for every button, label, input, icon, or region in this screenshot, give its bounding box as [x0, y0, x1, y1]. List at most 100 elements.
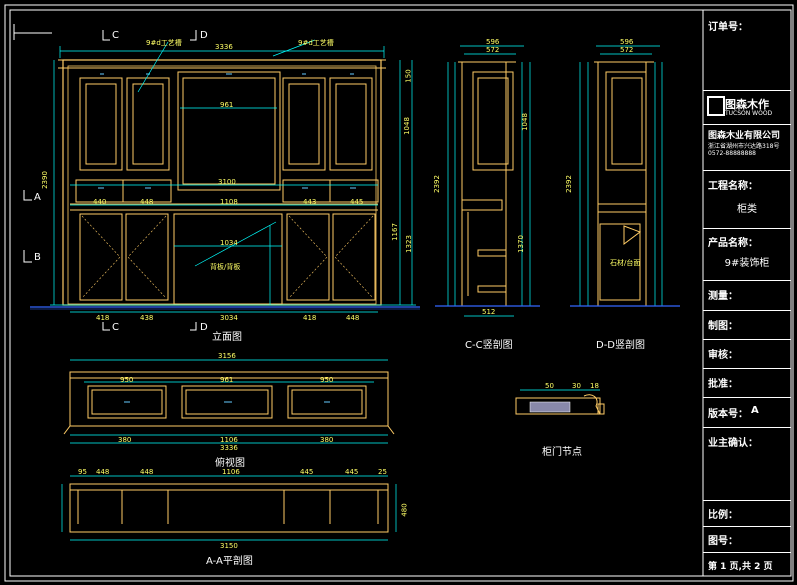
- elevation-dimensions: [50, 39, 416, 313]
- company-name: 图森木业有限公司: [708, 131, 781, 141]
- title-block-border: [702, 9, 792, 577]
- dim-elev-low-door-4: 448: [346, 314, 360, 322]
- lower-doors: [79, 213, 376, 305]
- dim-sec-d-mid: 572: [620, 46, 634, 54]
- dim-plan-2: 448: [96, 468, 110, 476]
- section-marker-a: A: [34, 192, 41, 203]
- title-block-divider: [703, 368, 791, 369]
- dim-top-inner-3: 950: [320, 376, 334, 384]
- elevation-view: [23, 30, 420, 331]
- section-marker-c-bottom: C: [112, 322, 119, 333]
- plan-a-title: A-A平剖图: [206, 556, 253, 567]
- dim-elev-low-door-2: 438: [140, 314, 154, 322]
- dim-sec-d-top: 596: [620, 38, 634, 46]
- title-block-divider: [703, 280, 791, 281]
- dim-top-inner-1: 950: [120, 376, 134, 384]
- dim-top-bottom-3: 380: [320, 436, 334, 444]
- title-block-divider: [703, 526, 791, 527]
- version-value: A: [751, 405, 759, 416]
- company-logo-icon: [707, 96, 725, 116]
- dim-plan-1: 95: [78, 468, 87, 476]
- section-marker-c-top: C: [112, 30, 119, 41]
- section-marker-lines: [23, 30, 197, 331]
- company-phone: 0572-88888888: [708, 150, 756, 157]
- dim-sec-c-mid: 572: [486, 46, 500, 54]
- dim-top-inner-2: 961: [220, 376, 234, 384]
- title-block-divider: [703, 552, 791, 553]
- dim-plan-7: 25: [378, 468, 387, 476]
- craft-label-left: 9#d工艺槽: [146, 39, 182, 47]
- title-block: 订单号： 图森木作 TUCSON WOOD 图森木业有限公司 浙江省湖州市兴达路…: [703, 10, 791, 576]
- section-d-view: [570, 45, 680, 307]
- dim-elev-door-2: 448: [140, 198, 154, 206]
- dim-top-total: 3156: [218, 352, 236, 360]
- version-label: 版本号：: [708, 409, 748, 420]
- title-block-divider: [703, 427, 791, 428]
- dim-sec-c-bottom: 512: [482, 308, 496, 316]
- dim-sec-d-total: 2392: [564, 175, 573, 193]
- glass-label: 石材/台面: [610, 259, 641, 267]
- title-block-divider: [703, 397, 791, 398]
- dim-elev-bottom: 3034: [220, 314, 238, 322]
- dim-elev-top-inner: 961: [220, 101, 234, 109]
- dim-sec-c-h5: 1370: [516, 235, 525, 253]
- dim-top-bottom-2: 1106: [220, 436, 238, 444]
- dim-elev-mid-width: 3100: [218, 178, 236, 186]
- section-c-title: C-C竖剖图: [465, 340, 513, 351]
- dim-elev-counter: 1108: [220, 198, 238, 206]
- dim-plan-4: 1106: [222, 468, 240, 476]
- project-name-label: 工程名称：: [708, 181, 758, 192]
- title-block-divider: [703, 228, 791, 229]
- door-swing-lines: [81, 215, 374, 299]
- craft-label-right: 9#d工艺槽: [298, 39, 334, 47]
- middle-drawers: [70, 179, 379, 211]
- company-logo-en: TUCSON WOOD: [725, 110, 773, 117]
- dim-elev-right-3: 1167: [390, 223, 399, 241]
- dim-node-1: 50: [545, 382, 554, 390]
- door-node-view: [515, 389, 605, 415]
- dim-sec-c-h2: 1048: [520, 113, 529, 131]
- handles: [98, 73, 356, 189]
- plan-a-view: [61, 475, 397, 541]
- outer-frame: [4, 4, 794, 582]
- backboard-label: 背板/背板: [210, 263, 241, 271]
- dim-node-2: 30: [572, 382, 581, 390]
- top-view: [63, 359, 395, 444]
- section-marker-d-bottom: D: [200, 322, 208, 333]
- dim-sec-c-total: 2392: [432, 175, 441, 193]
- top-view-title: 俯视图: [215, 458, 245, 469]
- section-marker-b: B: [34, 252, 41, 263]
- dim-elev-low-door-3: 418: [303, 314, 317, 322]
- dim-elev-door-3: 443: [303, 198, 317, 206]
- dim-elev-low-door-1: 418: [96, 314, 110, 322]
- drawing-no-label: 图号：: [708, 536, 738, 547]
- title-block-divider: [703, 310, 791, 311]
- dim-elev-door-1: 440: [93, 198, 107, 206]
- dim-plan-3: 448: [140, 468, 154, 476]
- dim-plan-depth: 480: [400, 503, 409, 517]
- company-logo-cn: 图森木作: [725, 98, 769, 111]
- dim-elev-right-4: 1323: [404, 235, 413, 253]
- product-name-value: 9#装饰柜: [724, 258, 770, 269]
- drawing-label: 制图：: [708, 321, 738, 332]
- review-label: 审核：: [708, 350, 738, 361]
- door-node-title: 柜门节点: [542, 447, 582, 458]
- survey-label: 测量：: [708, 291, 738, 302]
- dim-top-bottom-1: 380: [118, 436, 132, 444]
- section-d-title: D-D竖剖图: [596, 340, 646, 351]
- scale-label: 比例：: [708, 510, 738, 521]
- company-address: 浙江省湖州市兴达路318号: [708, 143, 780, 150]
- dim-elev-total-width: 3336: [215, 43, 233, 51]
- dim-top-overall: 3336: [220, 444, 238, 452]
- order-no-label: 订单号：: [708, 22, 748, 33]
- approve-label: 批准：: [708, 379, 738, 390]
- dim-elev-right-1: 150: [404, 69, 413, 83]
- dim-plan-6: 445: [345, 468, 359, 476]
- dim-sec-c-top: 596: [486, 38, 500, 46]
- product-name-label: 产品名称：: [708, 238, 758, 249]
- dim-elev-right-2: 1048: [402, 117, 411, 135]
- title-block-divider: [703, 339, 791, 340]
- project-name-value: 柜类: [737, 204, 757, 215]
- section-marker-d-top: D: [200, 30, 208, 41]
